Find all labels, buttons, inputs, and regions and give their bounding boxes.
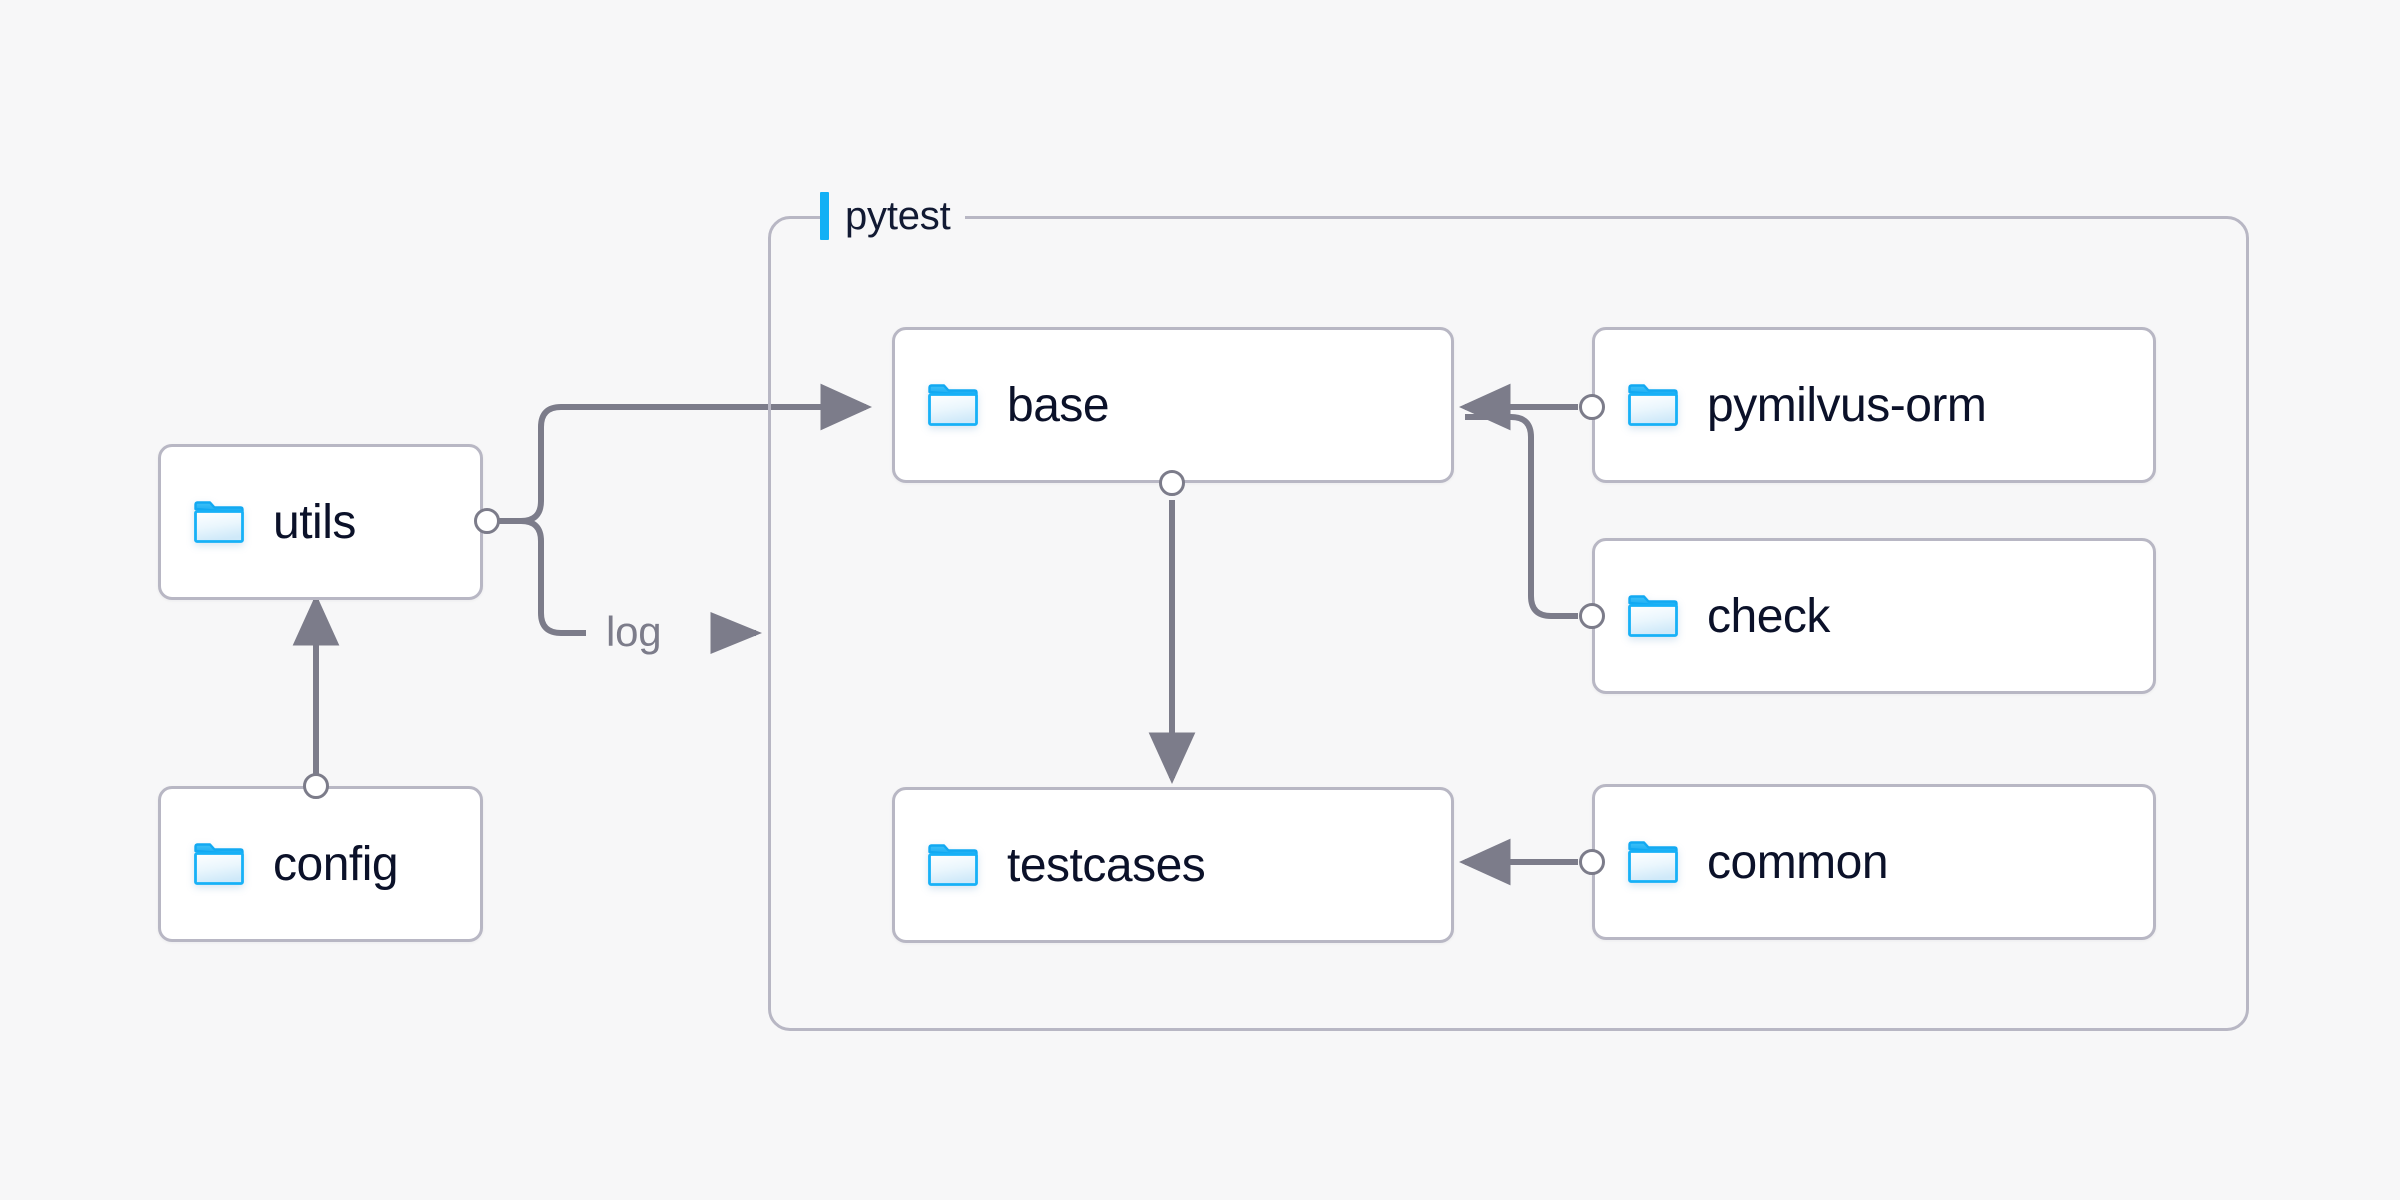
handle-check-left[interactable] (1579, 603, 1605, 629)
group-pytest-label: pytest (820, 192, 965, 240)
node-utils[interactable]: utils (158, 444, 483, 600)
folder-icon (1627, 594, 1679, 638)
handle-base-bottom[interactable] (1159, 470, 1185, 496)
group-accent-bar (820, 192, 829, 240)
node-label: utils (273, 495, 356, 549)
handle-utils-right[interactable] (474, 508, 500, 534)
edge-label-log: log (600, 608, 668, 656)
folder-icon (1627, 383, 1679, 427)
handle-pymilvus-orm-left[interactable] (1579, 394, 1605, 420)
folder-icon (193, 842, 245, 886)
node-common[interactable]: common (1592, 784, 2156, 940)
node-check[interactable]: check (1592, 538, 2156, 694)
node-label: base (1007, 378, 1110, 432)
node-label: check (1707, 589, 1830, 643)
handle-config-top[interactable] (303, 773, 329, 799)
group-pytest[interactable] (768, 216, 2249, 1031)
handle-common-left[interactable] (1579, 849, 1605, 875)
node-label: testcases (1007, 838, 1206, 892)
folder-icon (193, 500, 245, 544)
node-label: pymilvus-orm (1707, 378, 1987, 432)
node-config[interactable]: config (158, 786, 483, 942)
node-pymilvus-orm[interactable]: pymilvus-orm (1592, 327, 2156, 483)
folder-icon (927, 383, 979, 427)
folder-icon (927, 843, 979, 887)
node-label: common (1707, 835, 1889, 889)
node-testcases[interactable]: testcases (892, 787, 1454, 943)
folder-icon (1627, 840, 1679, 884)
node-base[interactable]: base (892, 327, 1454, 483)
group-pytest-title: pytest (845, 194, 951, 238)
node-label: config (273, 837, 399, 891)
